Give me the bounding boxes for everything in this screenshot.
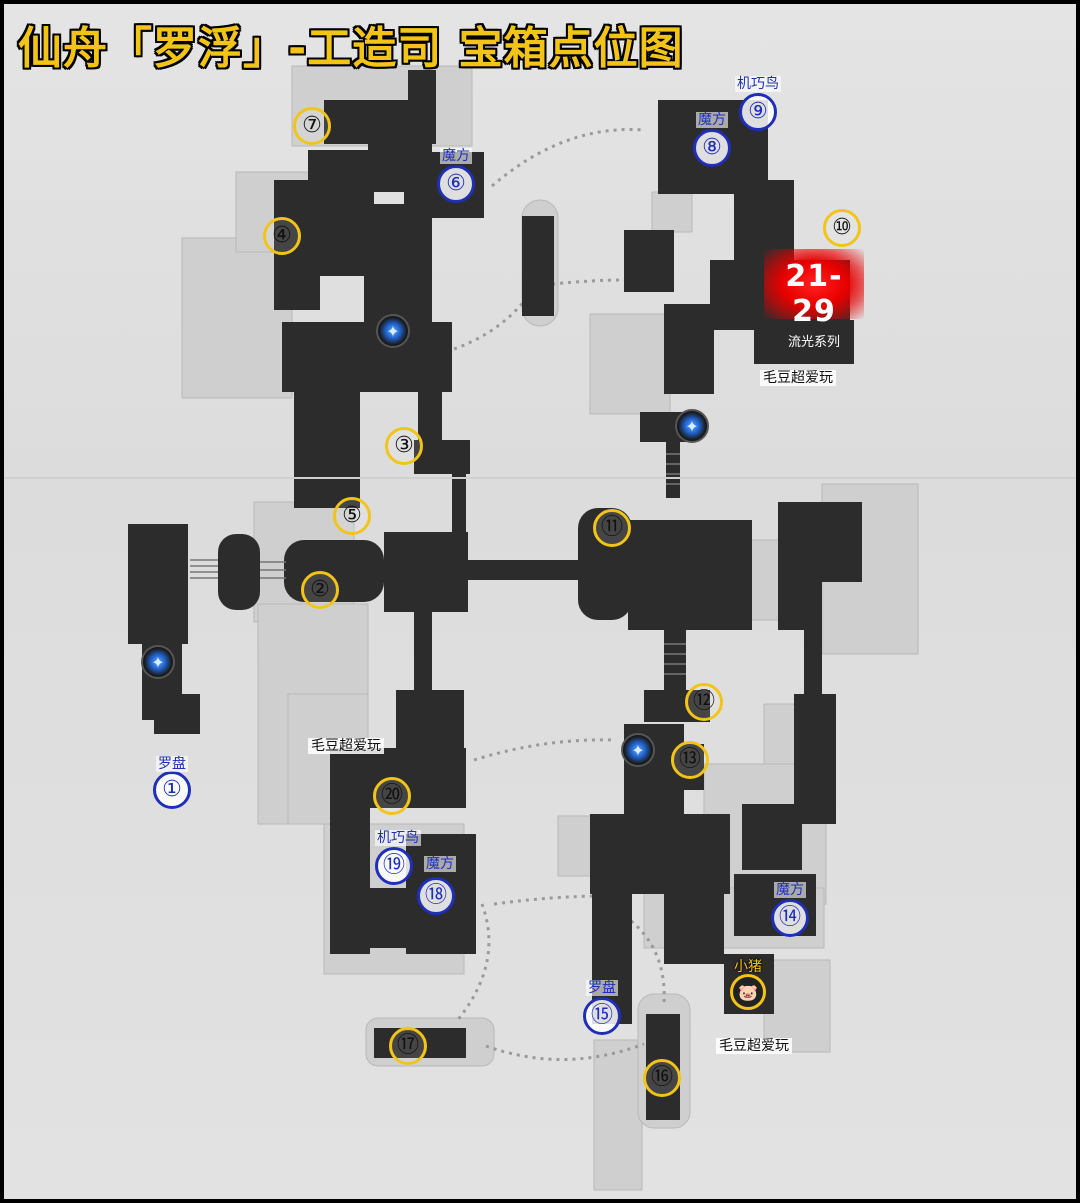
dashed-paths — [453, 127, 666, 1061]
chest-marker[interactable]: ⑬ — [671, 741, 709, 779]
chest-marker[interactable]: ⑲ — [375, 847, 413, 885]
chest-marker[interactable]: ⑦ — [293, 107, 331, 145]
teleport-anchor-icon[interactable]: ✦ — [376, 314, 410, 348]
chest-marker[interactable]: ⑯ — [643, 1059, 681, 1097]
watermark-text: 毛豆超爱玩 — [760, 370, 836, 386]
chest-marker[interactable]: ④ — [263, 217, 301, 255]
watermark-text: 毛豆超爱玩 — [716, 1038, 792, 1054]
chest-marker[interactable]: ③ — [385, 427, 423, 465]
marker-tag: 罗盘 — [156, 756, 188, 772]
chest-marker[interactable]: ⑨ — [739, 93, 777, 131]
marker-tag: 魔方 — [696, 112, 728, 128]
chest-marker[interactable]: ⑱ — [417, 877, 455, 915]
marker-tag: 罗盘 — [586, 980, 618, 996]
chest-marker[interactable]: ⑫ — [685, 683, 723, 721]
marker-tag: 魔方 — [440, 148, 472, 164]
marker-tag: 魔方 — [774, 882, 806, 898]
marker-tag: 机巧鸟 — [735, 76, 781, 92]
chest-marker[interactable]: ⑳ — [373, 777, 411, 815]
series-badge: 21-29 流光系列 — [764, 249, 864, 350]
chest-marker[interactable]: ⑥ — [437, 165, 475, 203]
chest-marker[interactable]: ⑰ — [389, 1027, 427, 1065]
piggy-icon[interactable]: 🐷 — [730, 974, 766, 1010]
teleport-anchor-icon[interactable]: ✦ — [621, 733, 655, 767]
series-range: 21-29 — [785, 259, 843, 329]
watermark-text: 毛豆超爱玩 — [308, 738, 384, 754]
chest-marker[interactable]: ② — [301, 571, 339, 609]
teleport-anchor-icon[interactable]: ✦ — [141, 645, 175, 679]
series-name: 流光系列 — [787, 335, 840, 350]
chest-marker[interactable]: ⑪ — [593, 509, 631, 547]
chest-marker[interactable]: ⑧ — [693, 129, 731, 167]
pig-label: 小猪 — [734, 959, 762, 975]
map-layout — [4, 65, 1076, 1191]
chest-marker[interactable]: ⑤ — [333, 497, 371, 535]
marker-tag: 魔方 — [424, 856, 456, 872]
chest-marker[interactable]: ⑭ — [771, 899, 809, 937]
marker-tag: 机巧鸟 — [375, 830, 421, 846]
chest-marker[interactable]: ⑩ — [823, 209, 861, 247]
map-title: 仙舟「罗浮」-工造司 宝箱点位图 — [18, 23, 684, 74]
chest-marker[interactable]: ① — [153, 771, 191, 809]
teleport-anchor-icon[interactable]: ✦ — [675, 409, 709, 443]
chest-marker[interactable]: ⑮ — [583, 997, 621, 1035]
stairs — [190, 453, 686, 675]
